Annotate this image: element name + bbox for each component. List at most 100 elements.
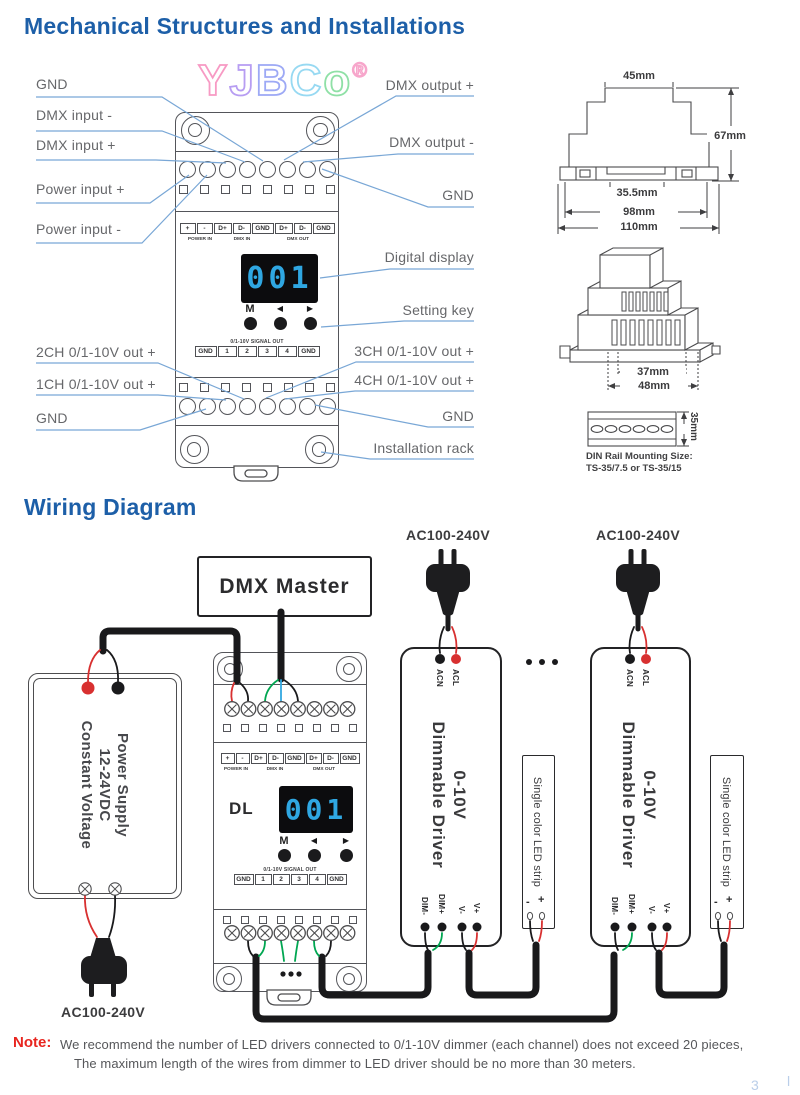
setting-key-prev: ◀ (304, 835, 324, 862)
panel-divider (214, 684, 366, 685)
driver1-dim-neg-label: DIM- (420, 897, 429, 916)
button-next-icon (303, 317, 317, 330)
callout-dmx-output-neg: DMX output - (389, 134, 474, 150)
terminal-label: 2 (272, 874, 290, 885)
driver2-acn-label: ACN (625, 669, 634, 687)
top-terminal-circles (176, 161, 338, 178)
dim-front-top-width: 45mm (604, 70, 674, 82)
driver1-title: 0-10V Dimmable Driver (427, 695, 471, 895)
signal-out-title: 0/1-10V SIGNAL OUT (263, 867, 317, 873)
section-title-wiring: Wiring Diagram (24, 494, 197, 520)
signal-out-title: 0/1-10V SIGNAL OUT (230, 339, 284, 345)
terminal-label: GND (284, 753, 305, 764)
dimmer-device-wiring: + - D+ D- GND D+ D- GND POWER IN DMX IN … (213, 652, 367, 992)
plug-cords (445, 597, 641, 632)
section-title-mechanical: Mechanical Structures and Installations (24, 13, 466, 39)
panel-divider (176, 425, 338, 426)
driver-title-line2: Dimmable Driver (619, 721, 638, 869)
digital-display: 001 (279, 786, 353, 833)
din-rail-drawing (587, 411, 677, 447)
panel-divider (214, 963, 366, 964)
terminal-label: 3 (257, 346, 277, 357)
note-label: Note: (13, 1034, 52, 1051)
callout-ch4-out: 4CH 0/1-10V out + (354, 372, 474, 388)
callout-ch1-out: 1CH 0/1-10V out + (36, 376, 156, 392)
driver2-v-pos-label: V+ (662, 903, 671, 914)
group-label-dmx-in: DMX IN (233, 237, 251, 242)
callout-gnd-top-left: GND (36, 76, 68, 92)
ac-plug-power-supply-icon (81, 938, 127, 997)
setting-key-prev: ◀ (270, 303, 290, 330)
ac-plug-driver2-icon (616, 549, 660, 616)
dim-side-base-width: 48mm (620, 380, 688, 392)
model-label: DL (229, 799, 254, 818)
terminal-label: D- (267, 753, 284, 764)
dimmable-driver-box-2 (590, 647, 691, 947)
dim-front-inner-width: 35.5mm (607, 187, 667, 199)
terminal-label: + (220, 753, 235, 764)
mount-screw-icon (216, 966, 242, 992)
driver1-strip-cable (465, 941, 540, 999)
callout-gnd-top-right: GND (442, 187, 474, 203)
callout-gnd-bottom-left: GND (36, 410, 68, 426)
ac-label-driver1: AC100-240V (406, 527, 490, 543)
driver-title-line2: Dimmable Driver (429, 721, 448, 869)
setting-key-m: M (274, 835, 294, 862)
panel-divider (176, 377, 338, 378)
signal-terminal-strip: GND 1 2 3 4 GND (176, 346, 338, 357)
led-strip-box-2 (710, 755, 744, 929)
driver2-acl-label: ACL (641, 669, 650, 687)
power-supply-line1: Power Supply (114, 733, 131, 837)
terminal-label: D- (293, 223, 312, 234)
button-prev-icon (307, 849, 321, 862)
dim-side-inner-width: 37mm (620, 366, 686, 378)
led-strip-box-1 (522, 755, 555, 929)
terminal-label: GND (312, 223, 335, 234)
ac-label-power-supply: AC100-240V (61, 1004, 145, 1020)
terminal-label-strip: + - D+ D- GND D+ D- GND (214, 753, 366, 764)
callout-power-input-neg: Power input - (36, 221, 122, 237)
group-label-dmx-out: DMX OUT (286, 237, 310, 242)
terminal-label: GND (339, 753, 360, 764)
perspective-view-drawing (559, 247, 721, 363)
button-m-icon (277, 849, 291, 862)
note-line2: The maximum length of the wires from dim… (74, 1056, 636, 1071)
power-supply-line2: 12-24VDC (96, 748, 113, 822)
group-label-power-in: POWER IN (223, 767, 249, 772)
terminal-label: 4 (277, 346, 297, 357)
panel-divider (176, 151, 338, 152)
strip1-minus-label: - (526, 896, 530, 908)
callout-digital-display: Digital display (384, 249, 474, 265)
terminal-label-strip: + - D+ D- GND D+ D- GND (176, 223, 338, 234)
dimmable-driver-box-1 (400, 647, 502, 947)
terminal-label: D+ (305, 753, 322, 764)
dim-front-height: 67mm (707, 130, 753, 142)
strip2-plus-label: + (726, 894, 733, 906)
callout-installation-rack: Installation rack (373, 440, 474, 456)
led-strip2-label: Single color LED strip (720, 776, 732, 888)
mount-screw-icon (217, 656, 243, 682)
panel-divider (176, 211, 338, 212)
power-supply-text: Power Supply 12-24VDC Constant Voltage (77, 690, 131, 880)
driver1-dim-pos-label: DIM+ (437, 894, 446, 915)
terminal-label: D- (232, 223, 251, 234)
panel-divider (214, 909, 366, 910)
setting-key-next: ▶ (336, 835, 356, 862)
driver1-acn-label: ACN (435, 669, 444, 687)
terminal-label: 1 (217, 346, 237, 357)
callout-gnd-bottom-right: GND (442, 408, 474, 424)
terminal-label: GND (233, 874, 254, 885)
note-line1: We recommend the number of LED drivers c… (60, 1037, 744, 1052)
driver1-acl-label: ACL (451, 669, 460, 687)
setting-key-m: M (240, 303, 260, 330)
terminal-label: 1 (254, 874, 272, 885)
driver2-v-neg-label: V- (647, 906, 656, 914)
dmx-master-box: DMX Master (197, 556, 372, 617)
front-view-drawing (559, 87, 719, 181)
power-supply-line3: Constant Voltage (78, 720, 95, 850)
terminal-label: 2 (237, 346, 257, 357)
mount-screw-icon (180, 115, 210, 145)
mount-screw-icon (336, 656, 362, 682)
callout-dmx-input-pos: DMX input + (36, 137, 116, 153)
